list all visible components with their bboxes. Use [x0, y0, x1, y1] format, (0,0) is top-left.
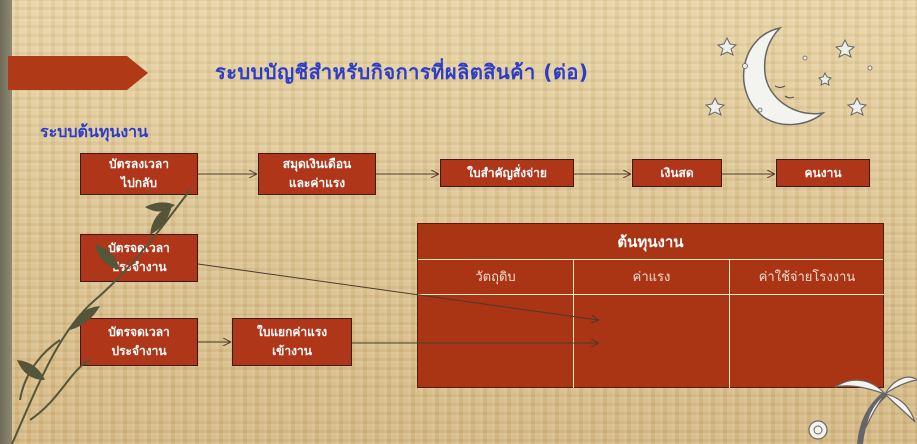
- box-labor-distribution: ใบแยกค่าแรง เข้างาน: [232, 318, 352, 366]
- left-accent-bar: [0, 0, 12, 444]
- slide-title: ระบบบัญชีสำหรับกิจการที่ผลิตสินค้า (ต่อ): [215, 60, 589, 84]
- star-icons: [704, 36, 868, 116]
- box-payment-voucher: ใบสำคัญสั่งจ่าย: [440, 159, 574, 187]
- box-cash: เงินสด: [632, 159, 722, 187]
- box-job-time-card-2: บัตรจดเวลา ประจำงาน: [80, 318, 198, 366]
- box-workers: คนงาน: [776, 159, 870, 187]
- column-header-labor: ค่าแรง: [574, 259, 729, 295]
- box-payroll-register: สมุดเงินเดือน และค่าแรง: [258, 153, 376, 195]
- column-materials: วัตถุดิบ: [418, 259, 574, 388]
- vine-decoration: [11, 189, 191, 444]
- job-cost-title: ต้นทุนงาน: [418, 224, 883, 260]
- palm-tree-illustration: [808, 376, 917, 444]
- moon-stars-illustration: [704, 26, 873, 126]
- vine-leaves: [17, 202, 175, 380]
- column-overhead: ค่าใช้จ่ายโรงงาน: [730, 259, 884, 388]
- section-subtitle: ระบบต้นทุนงาน: [40, 122, 149, 141]
- moon-icon: [742, 26, 826, 126]
- column-labor: ค่าแรง: [574, 259, 730, 388]
- column-header-materials: วัตถุดิบ: [418, 259, 573, 295]
- arrow-jobcard-to-labor: [197, 263, 598, 320]
- column-header-overhead: ค่าใช้จ่ายโรงงาน: [730, 259, 884, 295]
- box-job-time-card-1: บัตรจดเวลา ประจำงาน: [80, 234, 198, 282]
- box-time-card: บัตรลงเวลา ไปกลับ: [80, 153, 198, 195]
- title-arrow-shape: [8, 56, 148, 90]
